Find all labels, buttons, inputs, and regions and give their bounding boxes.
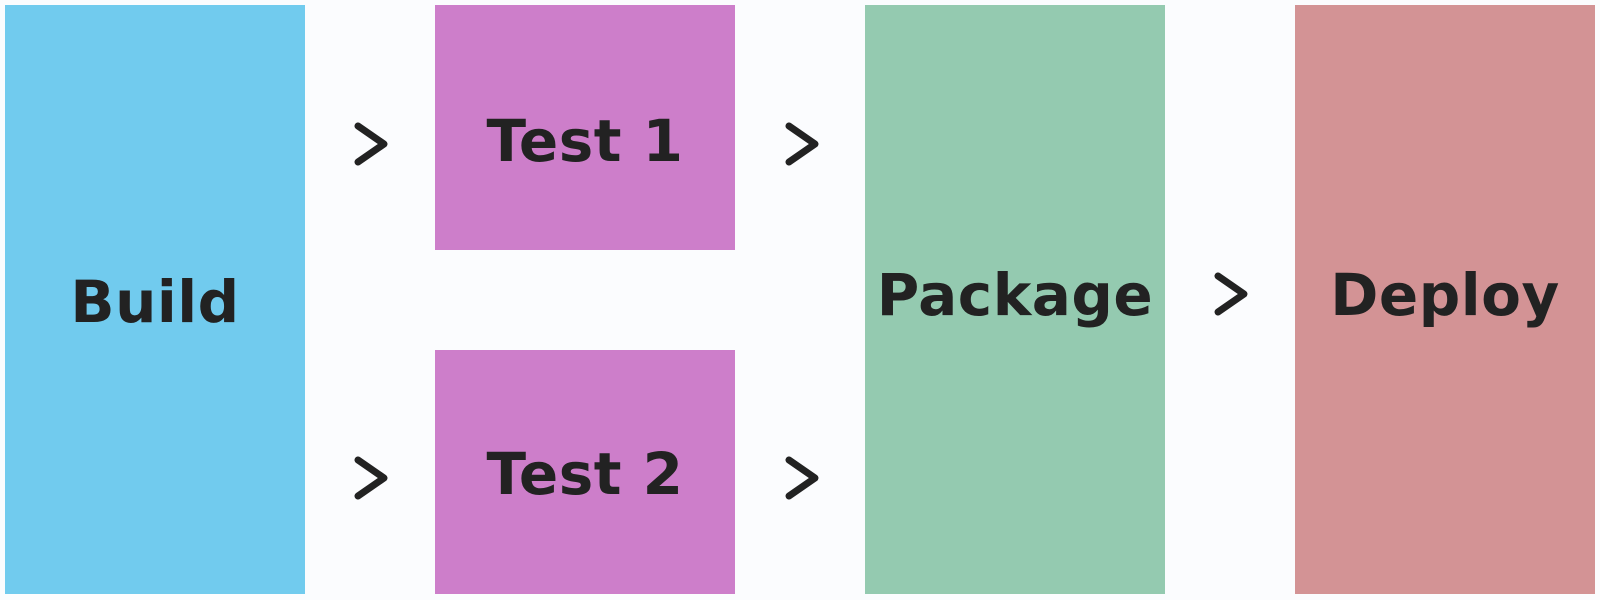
- chevron-right-icon: [783, 121, 823, 167]
- chevron-right-icon: [352, 455, 392, 501]
- stage-test-2: Test 2: [435, 350, 735, 594]
- chevron-right-icon: [352, 121, 392, 167]
- stage-test-2-label: Test 2: [486, 439, 684, 508]
- stage-test-1-label: Test 1: [486, 106, 684, 175]
- stage-package-label: Package: [876, 260, 1154, 329]
- stage-deploy: Deploy: [1295, 5, 1595, 594]
- stage-deploy-label: Deploy: [1330, 260, 1560, 329]
- chevron-right-icon: [1212, 271, 1252, 317]
- chevron-right-icon: [783, 455, 823, 501]
- stage-package: Package: [865, 5, 1165, 594]
- stage-build-label: Build: [70, 267, 240, 336]
- stage-build: Build: [5, 5, 305, 594]
- stage-test-1: Test 1: [435, 5, 735, 250]
